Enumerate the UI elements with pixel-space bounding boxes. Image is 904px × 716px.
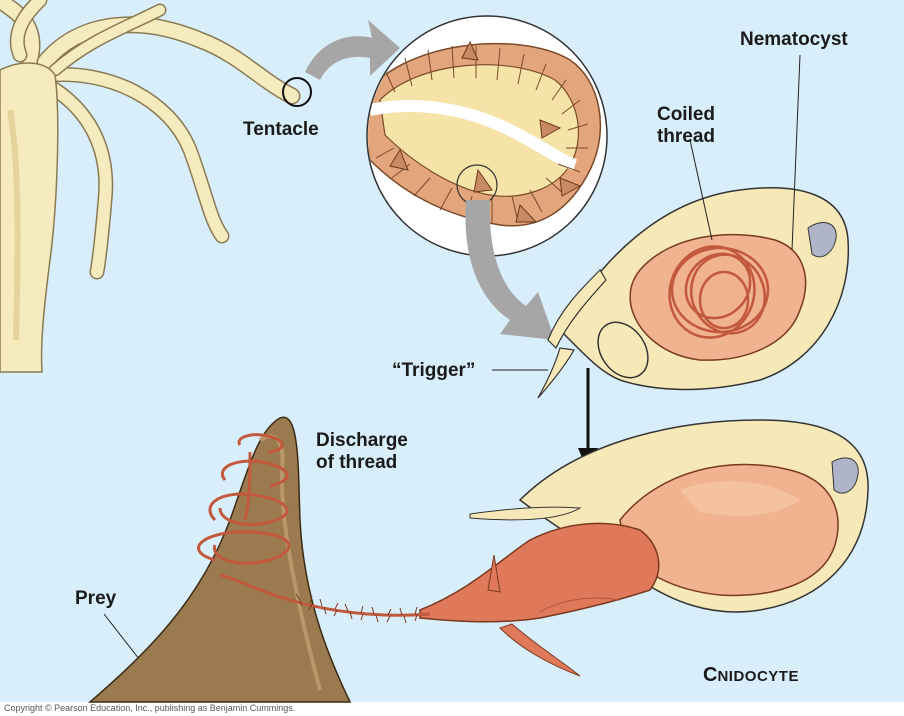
copyright-credit: Copyright © Pearson Education, Inc., pub…: [4, 703, 296, 713]
discharged-thread: [197, 433, 431, 617]
detail-arrow: [465, 200, 555, 340]
cnidocyte-discharged: [419, 419, 869, 677]
cnidocyte-rest: NIDOCYTE: [717, 668, 799, 685]
discharge-label: Discharge of thread: [316, 430, 408, 474]
discharge-line-2: of thread: [316, 452, 398, 473]
nematocyst-label: Nematocyst: [740, 29, 848, 50]
coiled-thread-label: Coiled thread: [646, 104, 726, 148]
cnidocyte-initial: C: [703, 664, 718, 686]
cnidocyte-label: CNIDOCYTE: [703, 664, 799, 688]
prey-leader: [103, 613, 144, 665]
hydra-polyp: [0, 0, 301, 373]
hydra-tentacles: [0, 0, 301, 280]
leader-lines: [103, 54, 801, 665]
hydra-body-shadow: [7, 109, 21, 341]
nematocyst-leader: [791, 54, 801, 251]
magnify-arrow: [305, 20, 400, 80]
discharge-line-1: Discharge: [316, 430, 408, 451]
coiled-thread-line-2: thread: [656, 126, 716, 147]
magnified-tentacle: [366, 15, 608, 257]
coiled-thread-line-1: Coiled: [656, 104, 716, 125]
coiled-thread-leader: [689, 139, 713, 241]
tentacle-label: Tentacle: [243, 119, 319, 140]
thread-barbs: [295, 593, 418, 624]
cnidocyte-undischarged: [537, 187, 850, 399]
prey-label: Prey: [75, 588, 117, 609]
trigger-label: “Trigger”: [392, 360, 476, 381]
tentacle-highlight-circle: [282, 77, 312, 107]
